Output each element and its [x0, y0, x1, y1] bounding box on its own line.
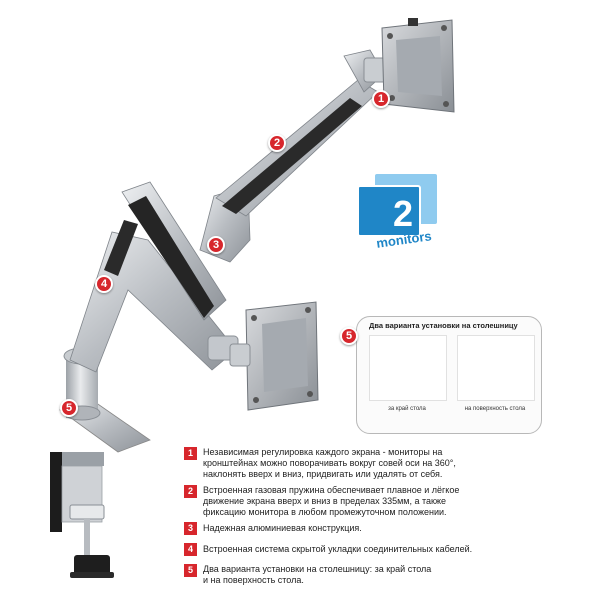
desk-clamp: [50, 399, 151, 578]
feature-text-line: Встроенная система скрытой укладки соеди…: [203, 544, 473, 554]
install-edge-picture-frame: [369, 335, 447, 401]
feature-text-line: и на поверхность стола.: [203, 575, 304, 585]
feature-number: 5: [184, 564, 197, 577]
monitors-badge-art: [357, 174, 437, 237]
badge-number: 2: [392, 193, 414, 234]
install-options-marker: 5: [340, 327, 358, 345]
feature-text-line: Два варианта установки на столешницу: за…: [203, 564, 432, 574]
feature-number: 4: [184, 543, 197, 556]
install-options-title: Два варианта установки на столешницу: [369, 321, 518, 330]
install-surface-caption: на поверхность стола: [464, 406, 526, 412]
feature-text-line: фиксацию монитора в любом промежуточном …: [203, 507, 447, 517]
marker-5: 5: [60, 399, 78, 417]
feature-text-line: Независимая регулировка каждого экрана -…: [203, 447, 443, 457]
feature-number: 3: [184, 522, 197, 535]
marker-1: 1: [372, 90, 390, 108]
marker-3: 3: [207, 236, 225, 254]
lower-arm: [69, 181, 239, 373]
install-options-box: Два варианта установки на столешницу за …: [356, 316, 542, 434]
install-surface-picture-frame: [457, 335, 535, 401]
upper-vesa-plate: [381, 18, 455, 113]
feature-text-line: движение экрана вверх и вниз в пределах …: [203, 496, 446, 506]
lower-vesa-plate: [229, 301, 319, 411]
feature-text-line: Встроенная газовая пружина обеспечивает …: [203, 485, 460, 495]
feature-text-line: кронштейнах можно поворачивать вокруг со…: [203, 458, 456, 468]
marker-4: 4: [95, 275, 113, 293]
marker-2: 2: [268, 134, 286, 152]
feature-text-line: Надежная алюминиевая конструкция.: [203, 523, 362, 533]
feature-text-line: наклонять вверх и вниз, придвигать или у…: [203, 469, 443, 479]
install-edge-caption: за край стола: [388, 406, 426, 412]
feature-number: 2: [184, 485, 197, 498]
upper-arm: [199, 49, 387, 263]
feature-number: 1: [184, 447, 197, 460]
two-monitors-badge: 2 monitors: [352, 176, 442, 256]
